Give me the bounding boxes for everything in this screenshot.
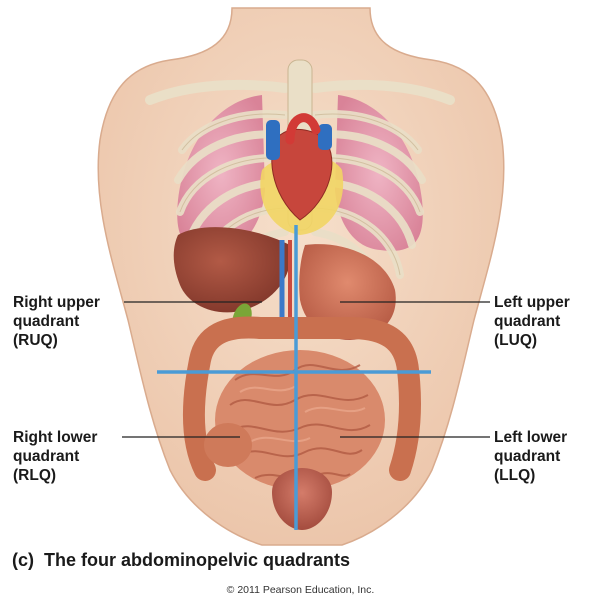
label-llq-line1: Left lower [494, 429, 568, 446]
figure-caption: (c) The four abdominopelvic quadrants [12, 550, 350, 571]
left-clavicle [310, 79, 455, 105]
right-clavicle [145, 79, 290, 105]
caption-text: The four abdominopelvic quadrants [44, 550, 351, 570]
label-ruq-line3: (RUQ) [13, 332, 58, 349]
label-luq-line2: quadrant [494, 313, 561, 330]
aorta [285, 113, 321, 145]
label-left-lower-quadrant: Left lower quadrant (LLQ) [494, 428, 567, 485]
cecum [204, 423, 252, 467]
label-rlq-line3: (RLQ) [13, 467, 57, 484]
superior-vena-cava [266, 120, 280, 160]
label-left-upper-quadrant: Left upper quadrant (LUQ) [494, 293, 570, 350]
copyright-notice: © 2011 Pearson Education, Inc. [226, 584, 375, 596]
caption-tag: (c) [12, 550, 34, 570]
label-rlq-line2: quadrant [13, 448, 80, 465]
pulmonary-vessel [318, 124, 332, 150]
label-right-upper-quadrant: Right upper quadrant (RUQ) [13, 293, 100, 350]
small-intestine [215, 350, 385, 490]
large-intestine [182, 316, 421, 481]
label-luq-line3: (LUQ) [494, 332, 538, 349]
urinary-bladder [272, 468, 332, 530]
label-llq-line2: quadrant [494, 448, 561, 465]
label-llq-line3: (LLQ) [494, 467, 536, 484]
label-right-lower-quadrant: Right lower quadrant (RLQ) [13, 428, 97, 485]
label-ruq-line2: quadrant [13, 313, 80, 330]
label-rlq-line1: Right lower [13, 429, 98, 446]
stomach [299, 244, 396, 340]
liver [173, 227, 291, 313]
label-luq-line1: Left upper [494, 294, 570, 311]
label-ruq-line1: Right upper [13, 294, 100, 311]
heart [271, 128, 333, 221]
